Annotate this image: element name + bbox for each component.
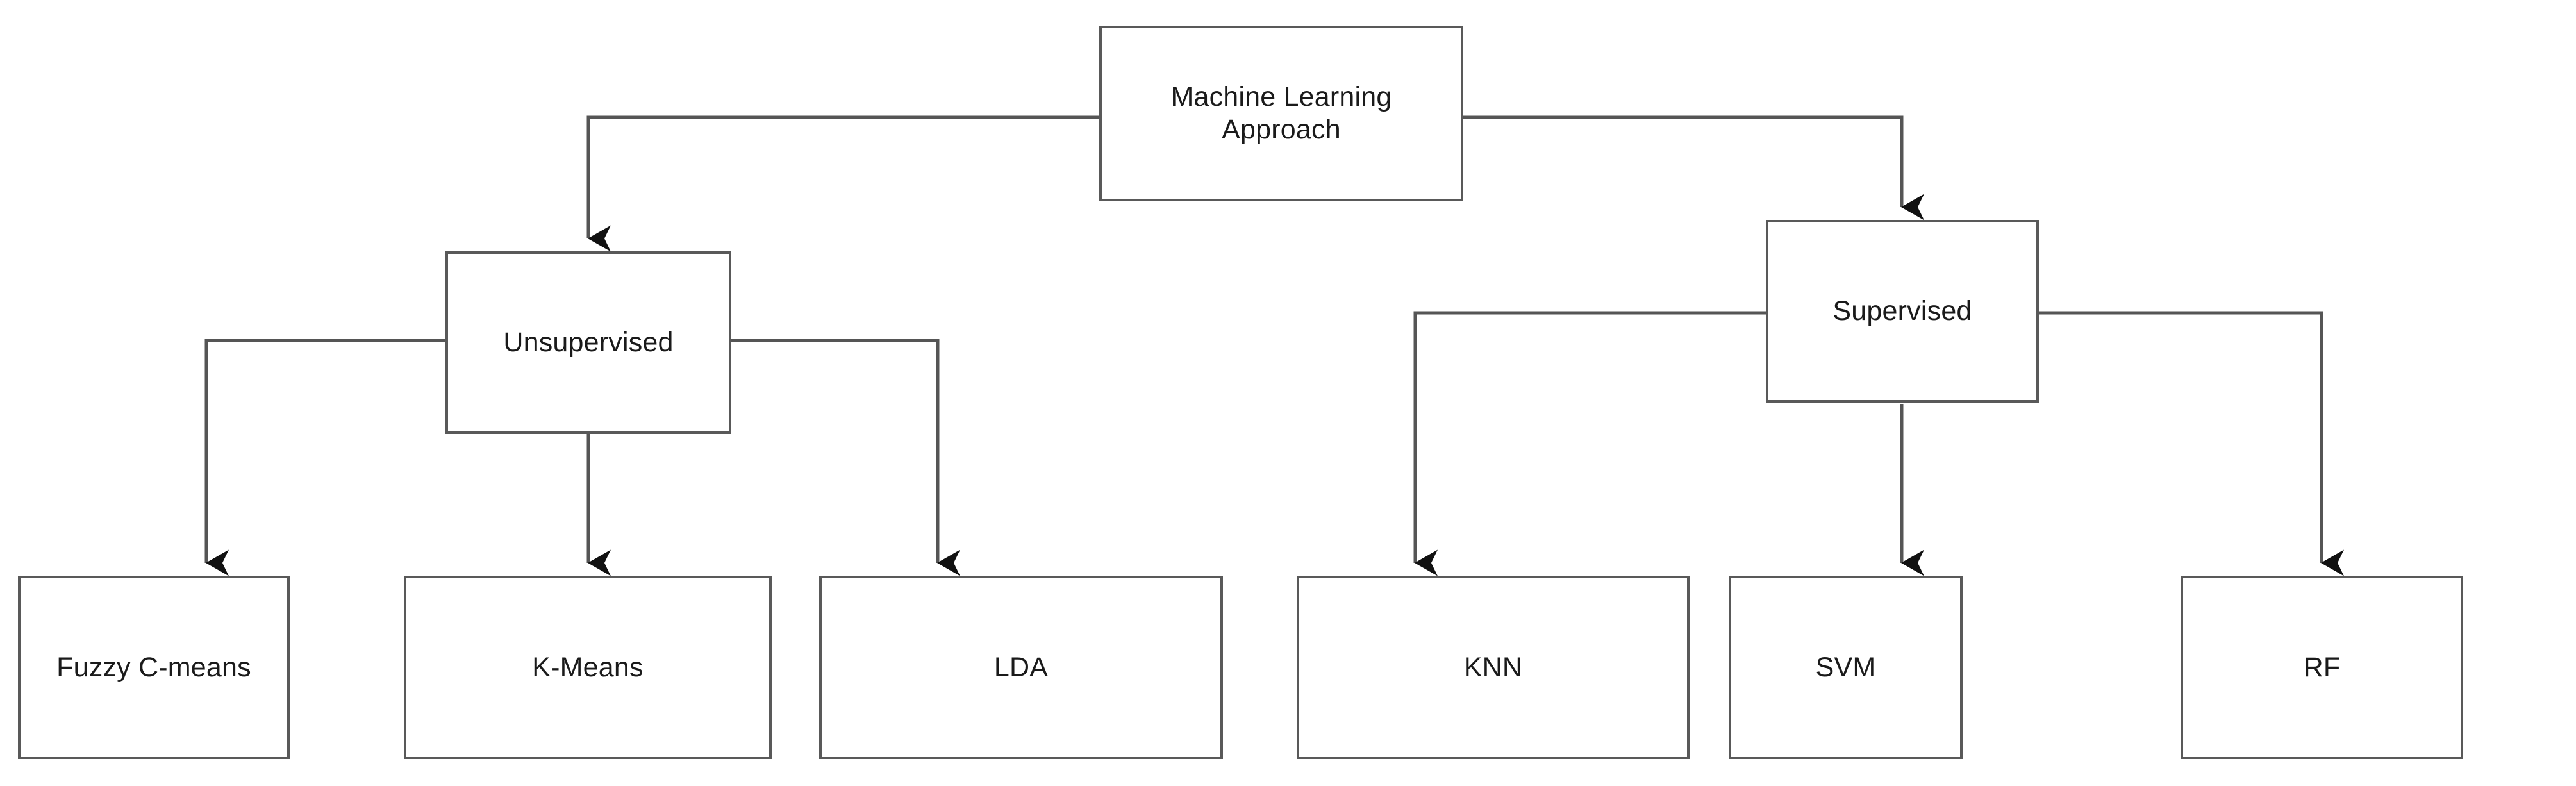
node-label-knn: KNN — [1463, 651, 1523, 683]
node-label-k-means: K-Means — [532, 651, 644, 683]
node-label-machine-learning-approach: Machine Learning Approach — [1170, 81, 1392, 145]
edge-root-to-unsupervised — [586, 115, 1099, 252]
node-fuzzy-c-means[interactable]: Fuzzy C-means — [18, 576, 290, 759]
node-rf[interactable]: RF — [2181, 576, 2463, 759]
node-unsupervised[interactable]: Unsupervised — [445, 251, 731, 434]
node-k-means[interactable]: K-Means — [404, 576, 772, 759]
node-label-supervised: Supervised — [1832, 296, 1972, 327]
edge-supervised-to-knn — [1413, 311, 1766, 576]
node-supervised[interactable]: Supervised — [1766, 220, 2039, 403]
node-label-rf: RF — [2303, 651, 2341, 683]
edge-root-to-supervised — [1463, 115, 1924, 221]
node-label-lda: LDA — [993, 651, 1049, 683]
node-label-svm: SVM — [1815, 651, 1876, 683]
edge-supervised-to-rf — [2039, 311, 2344, 576]
edge-unsupervised-to-lda — [731, 339, 960, 576]
node-label-unsupervised: Unsupervised — [503, 327, 674, 358]
node-knn[interactable]: KNN — [1297, 576, 1690, 759]
node-svm[interactable]: SVM — [1729, 576, 1963, 759]
node-machine-learning-approach[interactable]: Machine Learning Approach — [1099, 26, 1463, 201]
node-label-fuzzy-c-means: Fuzzy C-means — [56, 651, 251, 683]
node-lda[interactable]: LDA — [819, 576, 1223, 759]
edge-unsupervised-to-fuzzy-c-means — [204, 339, 445, 576]
